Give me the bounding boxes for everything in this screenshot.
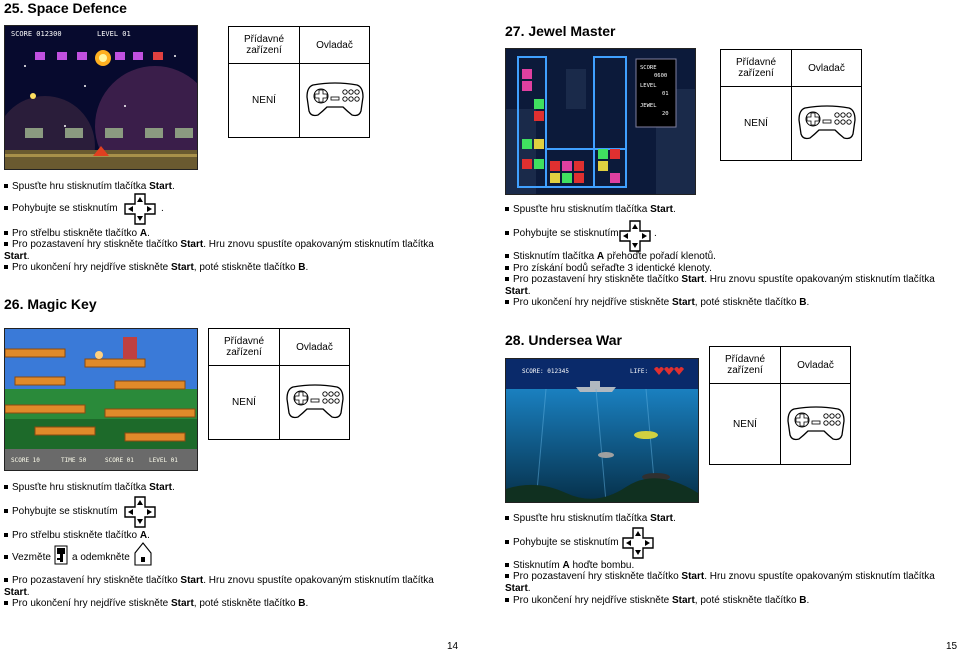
jewel-master-screenshot: SCORE 0600 LEVEL 01 JEWEL 20 xyxy=(505,48,696,195)
table-header-accessory: Přídavné zařízení xyxy=(720,49,792,87)
section-title-undersea-war: 28. Undersea War xyxy=(505,332,622,348)
gamepad-icon xyxy=(797,105,856,140)
list-item: Pro pozastavení hry stiskněte tlačítko S… xyxy=(505,274,935,297)
list-item: Pohybujte se stisknutím xyxy=(505,537,619,549)
page-number-left: 14 xyxy=(447,641,459,652)
list-item: Spusťte hru stisknutím tlačítka Start. xyxy=(505,513,676,525)
list-item: Pohybujte se stisknutím xyxy=(4,506,118,518)
table-header-controller: Ovladač xyxy=(791,49,862,87)
hud-score: SCORE 10 xyxy=(11,457,40,464)
table-header-controller: Ovladač xyxy=(279,328,350,366)
list-item: Pro pozastavení hry stiskněte tlačítko S… xyxy=(505,571,935,594)
controller-cell xyxy=(279,365,350,440)
table-value: NENÍ xyxy=(709,383,781,465)
page-number-right: 15 xyxy=(946,641,958,652)
gamepad-icon xyxy=(786,405,845,440)
hud-level-label: LEVEL xyxy=(640,83,657,89)
hud-jewel-label: JEWEL xyxy=(640,103,657,109)
list-item: Spusťte hru stisknutím tlačítka Start. xyxy=(4,482,175,494)
dpad-icon xyxy=(622,527,654,559)
list-item-period: . xyxy=(654,228,657,239)
lock-icon xyxy=(134,542,152,566)
hud-level: LEVEL 01 xyxy=(149,457,178,464)
hud-bonus: SCORE 01 xyxy=(105,457,134,464)
table-header-controller: Ovladač xyxy=(780,346,851,384)
table-header-accessory: Přídavné zařízení xyxy=(208,328,280,366)
list-item: Spusťte hru stisknutím tlačítka Start. xyxy=(4,181,175,193)
list-item: Vezměte xyxy=(4,552,51,564)
controller-cell xyxy=(780,383,851,465)
list-item: Pro pozastavení hry stiskněte tlačítko S… xyxy=(4,239,434,262)
list-item: Pohybujte se stisknutím xyxy=(505,228,619,240)
undersea-war-scene: SCORE: 012345 LIFE: xyxy=(506,359,698,502)
list-item: Pro střelbu stiskněte tlačítko A. xyxy=(4,530,150,542)
hud-score: SCORE 012300 xyxy=(11,30,62,38)
list-item: Spusťte hru stisknutím tlačítka Start. xyxy=(505,204,676,216)
hud-score-label: SCORE xyxy=(640,65,657,71)
hud-life-label: LIFE: xyxy=(630,368,648,375)
list-item: Pohybujte se stisknutím xyxy=(4,203,118,215)
table-header-controller: Ovladač xyxy=(299,26,370,64)
list-item-period: . xyxy=(161,203,164,214)
section-title-space-defence: 25. Space Defence xyxy=(4,0,127,16)
hud-time: TIME 50 xyxy=(61,457,87,464)
hud-score: SCORE: 012345 xyxy=(522,368,569,375)
table-value: NENÍ xyxy=(208,365,280,440)
list-item: Pro střelbu stiskněte tlačítko A. xyxy=(4,228,150,240)
key-icon xyxy=(54,545,68,565)
table-value: NENÍ xyxy=(228,63,300,138)
controller-cell xyxy=(299,63,370,138)
jewel-master-scene: SCORE 0600 LEVEL 01 JEWEL 20 xyxy=(506,49,695,194)
table-value: NENÍ xyxy=(720,86,792,161)
hud-jewel-value: 20 xyxy=(662,111,669,117)
magic-key-screenshot: SCORE 10 TIME 50 SCORE 01 LEVEL 01 xyxy=(4,328,198,471)
magic-key-scene: SCORE 10 TIME 50 SCORE 01 LEVEL 01 xyxy=(5,329,197,470)
list-item: Pro ukončení hry nejdříve stiskněte Star… xyxy=(4,598,308,610)
hud-level-value: 01 xyxy=(662,91,669,97)
gamepad-icon xyxy=(285,384,344,419)
space-defence-scene: SCORE 012300 LEVEL 01 xyxy=(5,26,197,169)
list-item-continuation: a odemkněte xyxy=(72,552,130,563)
dpad-icon xyxy=(619,220,651,252)
list-item: Pro ukončení hry nejdříve stiskněte Star… xyxy=(505,595,809,607)
undersea-war-screenshot: SCORE: 012345 LIFE: xyxy=(505,358,699,503)
controller-cell xyxy=(791,86,862,161)
space-defence-screenshot: SCORE 012300 LEVEL 01 xyxy=(4,25,198,170)
list-item: Pro pozastavení hry stiskněte tlačítko S… xyxy=(4,575,434,598)
hud-level: LEVEL 01 xyxy=(97,30,131,38)
table-header-accessory: Přídavné zařízení xyxy=(709,346,781,384)
list-item: Pro ukončení hry nejdříve stiskněte Star… xyxy=(505,297,809,309)
hud-score-value: 0600 xyxy=(654,73,667,79)
dpad-icon xyxy=(124,496,156,528)
section-title-jewel-master: 27. Jewel Master xyxy=(505,23,616,39)
gamepad-icon xyxy=(305,82,364,117)
section-title-magic-key: 26. Magic Key xyxy=(4,296,97,312)
table-header-accessory: Přídavné zařízení xyxy=(228,26,300,64)
dpad-icon xyxy=(124,193,156,225)
list-item: Stisknutím A hoďte bombu. xyxy=(505,560,634,572)
list-item: Pro získání bodů seřaďte 3 identické kle… xyxy=(505,263,712,275)
list-item: Stisknutím tlačítka A přehoďte pořadí kl… xyxy=(505,251,716,263)
list-item: Pro ukončení hry nejdříve stiskněte Star… xyxy=(4,262,308,274)
